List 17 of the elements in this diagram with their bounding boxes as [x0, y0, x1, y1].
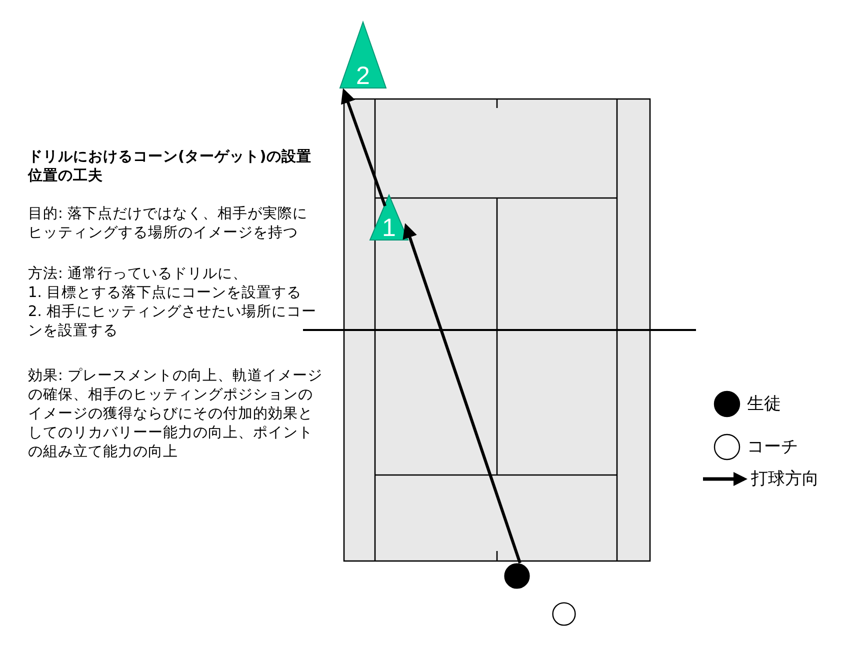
cone-number: 1 [381, 215, 397, 241]
legend-text: 打球方向 [751, 468, 819, 490]
effect-text: 効果: プレースメントの向上、軌道イメージの確保、相手のヒッティングポジションのイメージの獲得ならびにその付加的効果としてのリカバリーー能力の向上、ポイントの組み立て能力の向上 [28, 367, 324, 462]
legend-text: 生徒 [747, 393, 781, 415]
legend-text: コーチ [747, 436, 798, 458]
purpose-text: 目的: 落下点だけではなく、相手が実際にヒッティングする場所のイメージを持つ [28, 205, 308, 243]
shot-arrow [402, 223, 522, 564]
cone-number: 2 [355, 63, 371, 89]
method-step-text: 1. 目標とする落下点にコーンを設置する [28, 284, 302, 303]
student-marker [504, 563, 530, 589]
title: ドリルにおけるコーン(ターゲット)の設置位置の工夫 [28, 148, 312, 186]
cone-icon [340, 22, 386, 88]
method-text: 方法: 通常行っているドリルに、 [28, 265, 248, 284]
shot-arrow [340, 88, 386, 206]
coach-marker [552, 602, 576, 626]
method-step-text: 2. 相手にヒッティングさせたい場所にコーンを設置する [28, 303, 318, 341]
cone-icon [370, 195, 408, 240]
